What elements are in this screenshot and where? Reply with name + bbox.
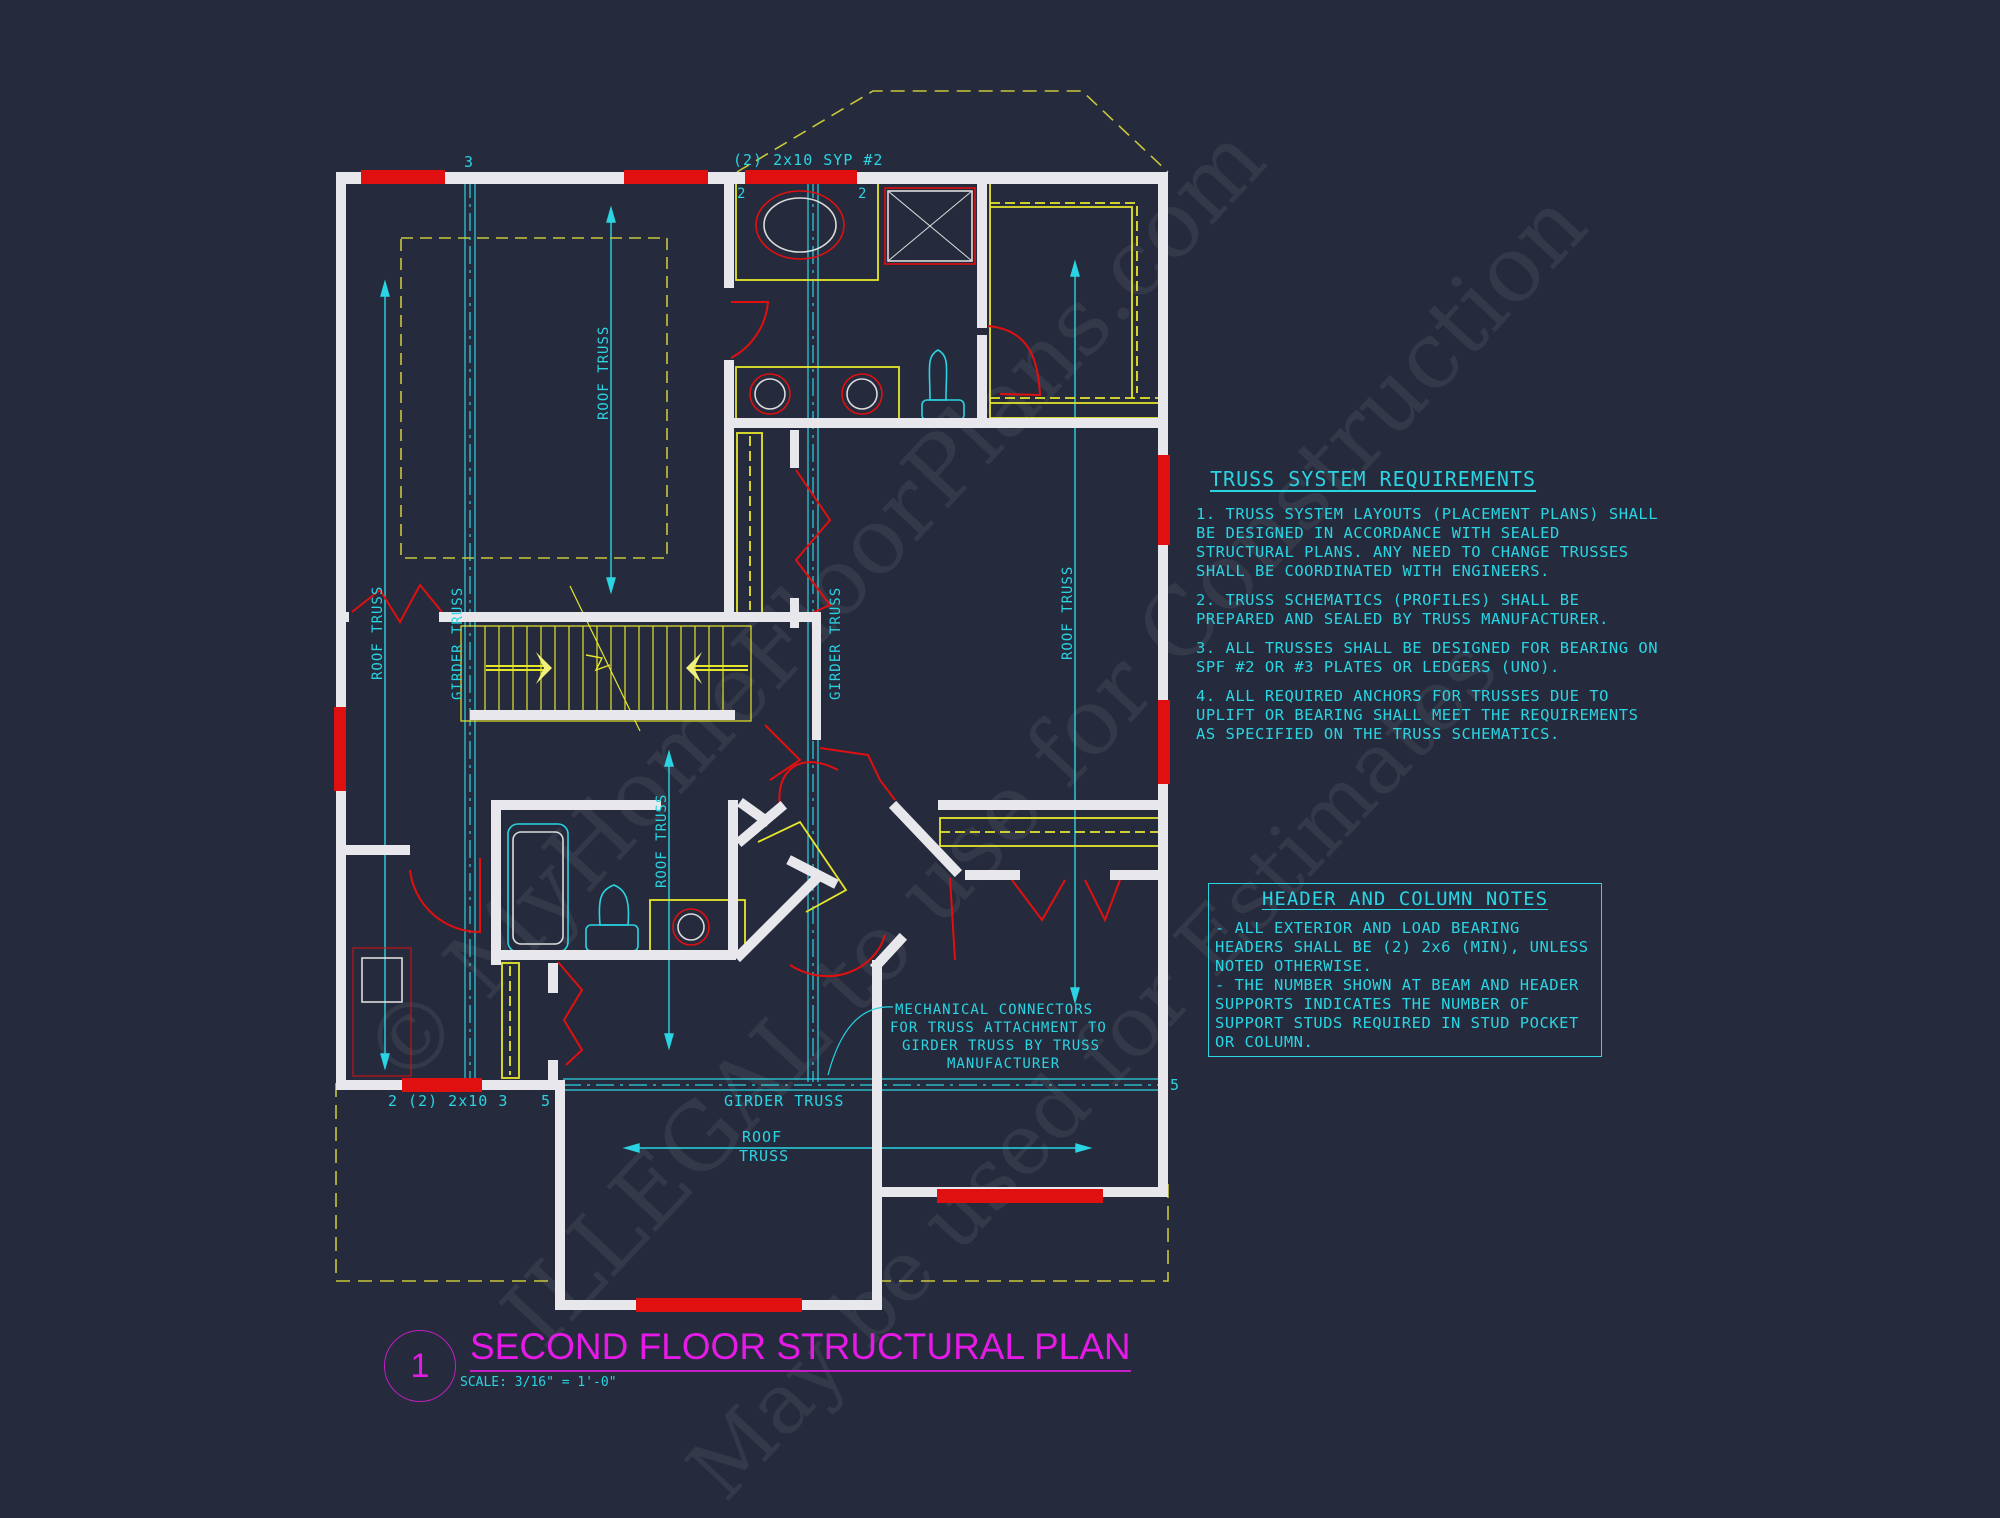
roof-truss-label: ROOF [742, 1128, 782, 1146]
toilet-icon [598, 884, 630, 926]
plan-annotations: (2) 2x10 SYP #2 3 2 2 ROOF TRUSS ROOF TR… [370, 151, 1180, 1165]
stud-count-label: 2 [737, 186, 746, 202]
top-header-label: (2) 2x10 SYP #2 [733, 151, 883, 169]
sink-icon [672, 908, 710, 946]
bathtub-icon [507, 823, 569, 953]
sink-icon [841, 373, 883, 415]
stud-count-label: 3 [464, 153, 474, 171]
truss-note-item: 3. ALL TRUSSES SHALL BE DESIGNED FOR BEA… [1196, 639, 1659, 676]
roof-truss-label: ROOF TRUSS [596, 326, 612, 420]
tub-icon [755, 190, 845, 260]
truss-note-item: 1. TRUSS SYSTEM LAYOUTS (PLACEMENT PLANS… [1196, 505, 1659, 580]
angled-walls [732, 798, 963, 973]
mechanical-note: GIRDER TRUSS BY TRUSS [902, 1038, 1100, 1054]
stud-count-label: 2 [858, 186, 867, 202]
header-column-notes: HEADER AND COLUMN NOTES - ALL EXTERIOR A… [1208, 883, 1602, 1057]
header-notes-heading: HEADER AND COLUMN NOTES [1261, 888, 1549, 910]
bath-fixtures [352, 187, 976, 1077]
bottom-header-label: 2 (2) 2x10 3 [388, 1092, 508, 1110]
roof-truss-label: ROOF TRUSS [654, 794, 670, 888]
doors [351, 301, 1121, 1066]
mechanical-note: FOR TRUSS ATTACHMENT TO [890, 1020, 1107, 1036]
roof-truss-arrows [380, 205, 1093, 1153]
roof-truss-label: ROOF TRUSS [370, 586, 386, 680]
truss-note-item: 4. ALL REQUIRED ANCHORS FOR TRUSSES DUE … [1196, 687, 1639, 743]
stairs [460, 585, 752, 732]
roof-truss-label: TRUSS [739, 1147, 789, 1165]
girder-truss-label: GIRDER TRUSS [450, 587, 466, 700]
drawing-title: SECOND FLOOR STRUCTURAL PLAN [470, 1326, 1131, 1372]
roof-truss-label: ROOF TRUSS [1060, 566, 1076, 660]
drawing-scale: SCALE: 3/16" = 1'-0" [460, 1375, 617, 1390]
washer-dryer-icon [352, 947, 412, 1077]
shower-icon [884, 187, 976, 265]
header-note-item: - ALL EXTERIOR AND LOAD BEARING HEADERS … [1215, 919, 1589, 975]
mechanical-note: MECHANICAL CONNECTORS [895, 1002, 1093, 1018]
open-to-below [400, 237, 668, 559]
truss-notes-heading: TRUSS SYSTEM REQUIREMENTS [1210, 467, 1537, 491]
truss-note-item: 2. TRUSS SCHEMATICS (PROFILES) SHALL BE … [1196, 591, 1609, 628]
toilet-icon [928, 349, 948, 401]
truss-system-requirements: TRUSS SYSTEM REQUIREMENTS 1. TRUSS SYSTE… [1196, 467, 1666, 754]
mechanical-note: MANUFACTURER [947, 1056, 1060, 1072]
window-headers [334, 170, 1170, 1312]
girder-truss-label: GIRDER TRUSS [724, 1092, 844, 1110]
girder-truss-label: GIRDER TRUSS [828, 587, 844, 700]
stud-count-label: 5 [541, 1092, 551, 1110]
stud-count-label: 5 [1170, 1076, 1180, 1094]
roof-outline [335, 90, 1169, 1282]
detail-number-bubble: 1 [384, 1330, 456, 1402]
header-note-item: - THE NUMBER SHOWN AT BEAM AND HEADER SU… [1215, 976, 1579, 1051]
leader-arrow [827, 1006, 894, 1076]
sink-icon [749, 373, 791, 415]
stair-direction-arrows [536, 652, 702, 684]
